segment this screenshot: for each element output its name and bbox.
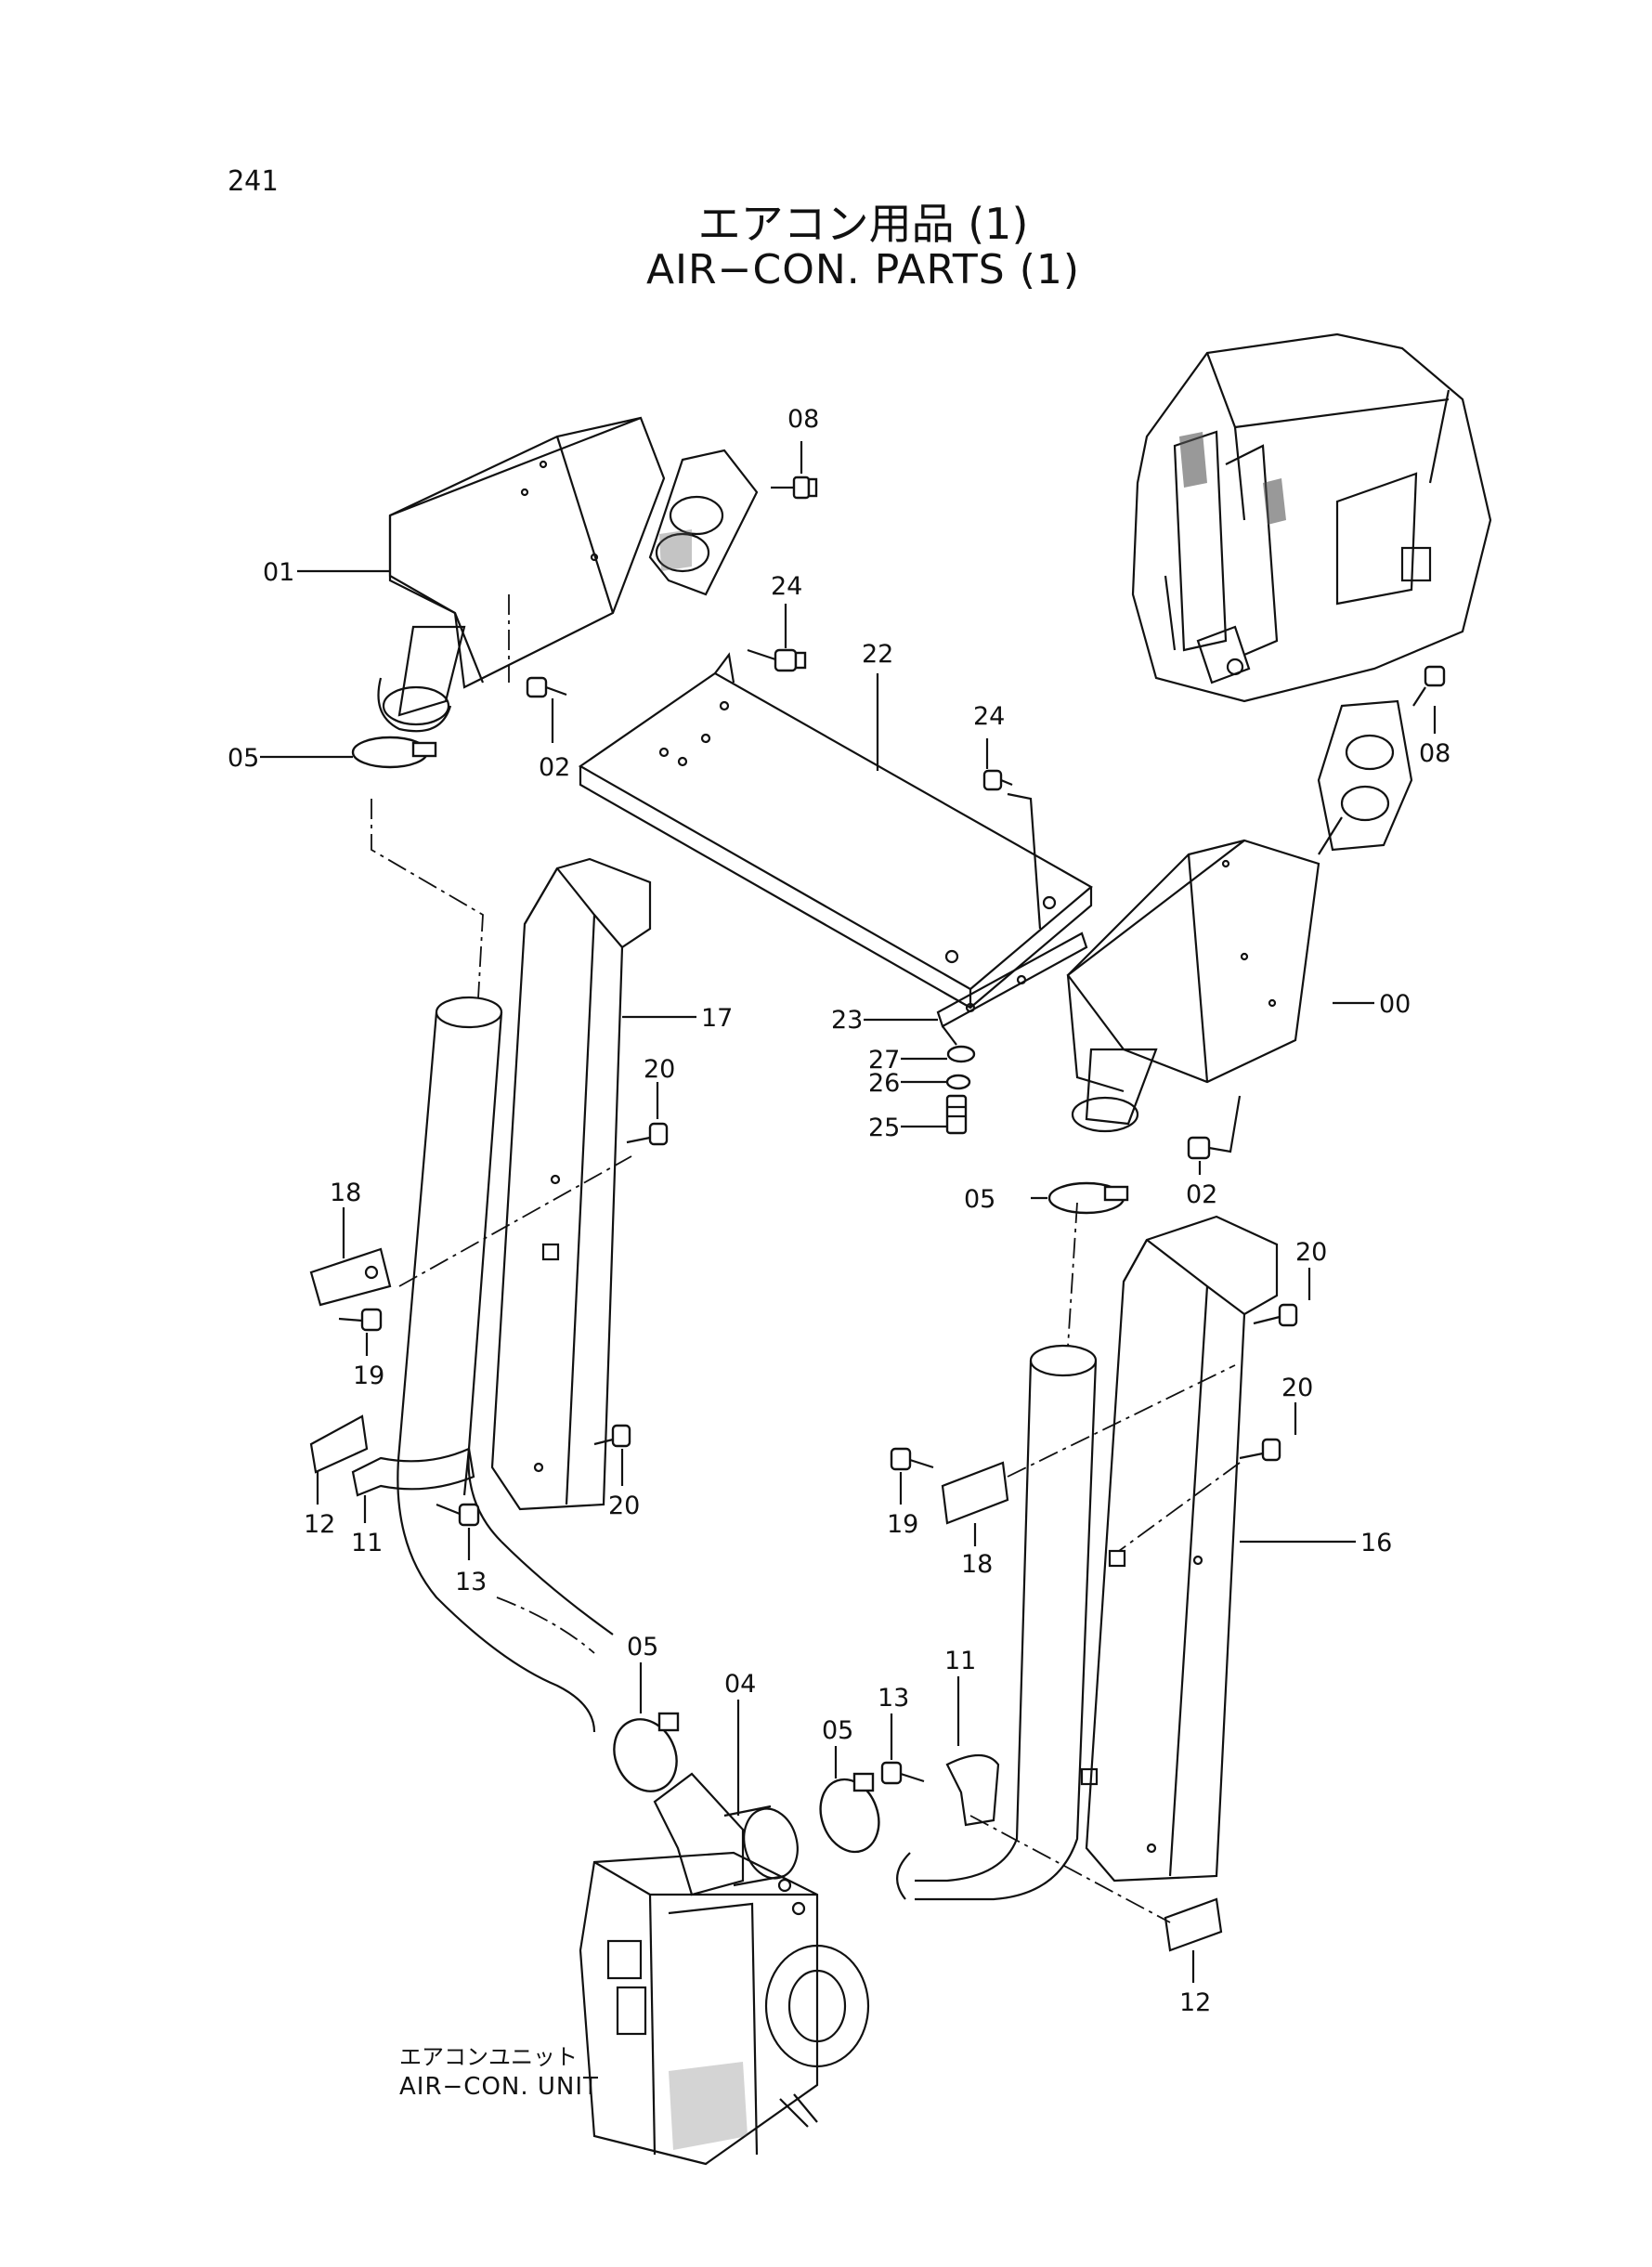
part-18-bracket-right [941, 1364, 1236, 1525]
callout-19-left: 19 [353, 1362, 384, 1390]
callout-26: 26 [868, 1069, 900, 1098]
part-20-screw-left-lower [593, 1424, 631, 1448]
unit-caption-japanese: エアコンユニット [399, 2044, 578, 2070]
callout-23: 23 [831, 1006, 863, 1035]
part-08-screw-right [1412, 665, 1446, 707]
callout-11-right: 11 [944, 1647, 976, 1675]
callout-04: 04 [724, 1670, 756, 1699]
part-22-tray [578, 652, 1093, 1010]
part-13-screw-right [880, 1761, 925, 1785]
callout-05-top-left: 05 [228, 744, 259, 773]
part-18-bracket-left [309, 1247, 392, 1307]
callout-13-left: 13 [455, 1568, 487, 1596]
leader-dashed-left-pipe-elbow [496, 1596, 595, 1654]
part-20-screw-left-upper [398, 1122, 669, 1287]
page-title-english: AIR−CON. PARTS (1) [645, 246, 1081, 293]
callout-16: 16 [1360, 1529, 1392, 1557]
part-20-screw-right-upper [1253, 1303, 1298, 1327]
air-con-unit [579, 1851, 870, 2166]
part-08-gasket-top [648, 449, 759, 596]
part-19-screw-right [890, 1447, 934, 1471]
part-12-plate-right [969, 1815, 1223, 1952]
callout-labels: 08 01 24 22 02 05 24 08 17 23 00 27 26 2… [228, 405, 1450, 2017]
callout-20-right-lower: 20 [1281, 1374, 1313, 1402]
callout-18-left: 18 [330, 1179, 361, 1207]
part-23-bracket [936, 932, 1088, 1046]
part-05-clamp-bottom-right [819, 1772, 880, 1854]
part-17-cover-left [490, 857, 652, 1511]
callout-00: 00 [1379, 990, 1411, 1019]
callout-01: 01 [263, 558, 294, 587]
unit-caption-english: AIR−CON. UNIT [399, 2073, 599, 2101]
callout-18-right: 18 [961, 1550, 993, 1579]
callout-leader-lines [260, 441, 1437, 1983]
part-08-gasket-right [1317, 699, 1413, 855]
callout-27: 27 [868, 1046, 900, 1075]
callout-25: 25 [868, 1114, 900, 1142]
callout-05-right: 05 [964, 1185, 995, 1214]
callout-22: 22 [862, 640, 893, 669]
part-02-bolt-left [508, 594, 567, 698]
right-hose-pipe [896, 1202, 1098, 1901]
part-26-lock-washer [945, 1074, 971, 1090]
callout-20-left-upper: 20 [644, 1055, 675, 1084]
callout-20-left-lower: 20 [608, 1492, 640, 1520]
callout-08-top: 08 [787, 405, 819, 434]
callout-19-right: 19 [887, 1510, 918, 1539]
callout-12-right: 12 [1179, 1988, 1211, 2017]
leader-dashed-left-top [371, 799, 484, 999]
part-24-bolt-a [747, 648, 807, 672]
part-00-duct-right [1066, 839, 1320, 1133]
part-20-screw-right-lower [1118, 1438, 1281, 1552]
part-27-washer [946, 1045, 976, 1063]
callout-05-bottom-right: 05 [822, 1716, 853, 1745]
cab-illustration [1131, 332, 1492, 703]
part-05-clamp-right [1047, 1181, 1129, 1215]
part-12-plate-left [309, 1414, 369, 1474]
callout-02-left: 02 [539, 753, 570, 782]
part-11-band-left [351, 1447, 475, 1497]
callout-08-right: 08 [1419, 739, 1450, 768]
callout-13-right: 13 [878, 1684, 909, 1713]
page-title-japanese: エアコン用品 (1) [697, 199, 1029, 249]
part-11-band-right [945, 1754, 1000, 1827]
part-16-cover-right [1080, 1215, 1279, 1883]
callout-05-bottom-left: 05 [627, 1633, 658, 1661]
page-number: 241 [228, 165, 279, 198]
part-24-bolt-b [982, 769, 1042, 930]
callout-11-left: 11 [351, 1529, 383, 1557]
part-04-elbow [653, 1772, 799, 1896]
part-05-clamp-bottom-left [613, 1712, 680, 1792]
left-hose-pipe [397, 996, 614, 1733]
part-25-bolt [945, 1094, 968, 1135]
callout-12-left: 12 [304, 1510, 335, 1539]
part-02-bolt-right [1187, 1095, 1242, 1160]
part-19-screw-left [338, 1308, 383, 1332]
part-08-screw-top [771, 476, 818, 500]
part-13-screw-left [436, 1503, 480, 1527]
part-01-duct-left [377, 416, 666, 733]
callout-20-right-upper: 20 [1295, 1238, 1327, 1267]
callout-02-right: 02 [1186, 1180, 1217, 1209]
callout-17: 17 [701, 1004, 733, 1033]
callout-24-right: 24 [973, 702, 1005, 731]
callout-24-left: 24 [771, 572, 802, 601]
part-05-clamp-top-left [351, 736, 437, 769]
